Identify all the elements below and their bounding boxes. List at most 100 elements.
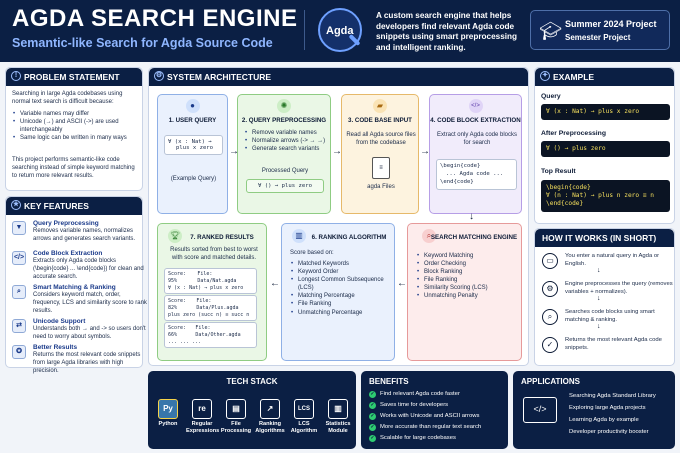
arrow-right-icon: → (420, 146, 430, 157)
tech-item: ↗Ranking Algorithms (254, 399, 286, 434)
problem-bullet: Unicode (→) and ASCII (->) are used inte… (12, 118, 140, 134)
tech-label: Python (158, 421, 178, 427)
project-line2: Semester Project (565, 33, 631, 42)
applications-panel: APPLICATIONS </> Searching Agda Standard… (513, 371, 675, 449)
how-title: HOW IT WORKS (IN SHORT) (542, 233, 657, 243)
problem-outro: This project performs semantic-like code… (12, 157, 135, 180)
benefit-text: Saves time for developers (380, 402, 449, 408)
lcs-icon: LCS (294, 399, 314, 419)
bulb-icon: ✦ (540, 71, 550, 81)
ranking-list: Matched Keywords Keyword Order Longest C… (290, 260, 394, 317)
file-icon: ≡ (372, 157, 390, 179)
ranking-box: ▥ 6. RANKING ALGORITHM Score based on: M… (281, 223, 395, 361)
ranking-intro: Score based on: (290, 250, 334, 256)
benefit-item: ✓More accurate than regular text search (369, 424, 481, 431)
feature-text: Returns the most relevant code snippets … (33, 352, 141, 375)
check-icon: ✓ (369, 391, 376, 398)
extraction-box: </> 4. CODE BLOCK EXTRACTION Extract onl… (429, 94, 522, 214)
code-base-title: 3. CODE BASE INPUT (348, 117, 412, 124)
result-file: File: Data/Plus.agda (196, 298, 239, 311)
magnifier-icon (348, 33, 361, 47)
application-item: Exploring large Agda projects (569, 405, 646, 411)
processed-query-label: Processed Query (261, 168, 309, 174)
architecture-panel: ⚙SYSTEM ARCHITECTURE ● 1. USER QUERY ∀ (… (148, 67, 529, 366)
arrow-down-icon: ↓ (597, 267, 601, 274)
tech-item: ▥ Statistics Module (322, 399, 354, 434)
code-icon: </> (12, 251, 26, 265)
user-query-box: ● 1. USER QUERY ∀ (x : Nat) →plus x zero… (157, 94, 228, 214)
user-query-code: ∀ (x : Nat) →plus x zero (164, 135, 223, 155)
architecture-title: SYSTEM ARCHITECTURE (167, 72, 272, 82)
folder-icon: ▰ (373, 99, 387, 113)
matching-list: Keyword Matching Order Checking Block Ra… (416, 252, 520, 301)
ranked-results-text: Results sorted from best to worst with s… (170, 247, 258, 262)
how-panel: HOW IT WORKS (IN SHORT) ▭ You enter a na… (534, 228, 675, 366)
code-base-text: Read all Agda source files from the code… (346, 132, 416, 147)
result-score: Score: 66% (168, 325, 187, 338)
matching-title: SEARCH MATCHING ENGINE (430, 234, 518, 241)
code-line: \end{code} (440, 178, 474, 185)
header: AGDA SEARCH ENGINE Semantic-like Search … (0, 0, 680, 62)
benefit-item: ✓Find relevant Agda code faster (369, 391, 460, 398)
ranking-item: Unmatching Percentage (290, 309, 394, 317)
example-panel: ✦EXAMPLE Query ∀ (x : Nat) → plus x zero… (534, 67, 675, 224)
example-header: ✦EXAMPLE (535, 68, 674, 86)
benefits-title: BENEFITS (369, 377, 409, 386)
arrows-icon: ⇄ (12, 319, 26, 333)
tech-label: Statistics Module (325, 421, 351, 434)
result-row: Score: 95%File: Data/Nat.agda∀ (x : Nat)… (164, 268, 257, 295)
matching-item: Unmatching Penalty (416, 292, 520, 300)
check-icon: ✓ (369, 413, 376, 420)
arrow-down-icon: ↓ (597, 295, 601, 302)
arrow-down-icon: ↓ (597, 323, 601, 330)
matching-item: File Ranking (416, 276, 520, 284)
features-title: KEY FEATURES (24, 201, 89, 211)
benefit-item: ✓Saves time for developers (369, 402, 448, 409)
info-icon: ! (11, 71, 21, 81)
preprocessing-title: 2. QUERY PREPROCESSING (241, 117, 327, 124)
benefits-panel: BENEFITS ✓Find relevant Agda code faster… (361, 371, 508, 449)
check-icon: ✓ (369, 424, 376, 431)
preprocessing-bullet: Normalize arrows (-> → →) (244, 137, 330, 145)
code-line: \begin{code} (546, 184, 591, 191)
matching-item: Keyword Matching (416, 252, 520, 260)
result-row: Score: 66% File: Data/Other.agda... ... .… (164, 322, 257, 349)
trophy-icon: 🏆︎ (168, 229, 182, 243)
benefit-item: ✓Scalable for large codebases (369, 435, 456, 442)
ranking-item: Matching Percentage (290, 292, 394, 300)
problem-title: PROBLEM STATEMENT (24, 72, 120, 82)
result-code: ∀ (x : Nat) → plus x zero (168, 284, 244, 291)
preprocessing-bullet: Generate search variants (244, 145, 330, 153)
medal-icon: ✪ (12, 345, 26, 359)
star-icon: ★ (11, 200, 21, 210)
code-line: ... Agda code ... (446, 170, 504, 177)
arrow-left-icon: ← (270, 278, 280, 289)
tech-item: ▤File Processing (220, 399, 252, 434)
problem-bullet: Variable names may differ (12, 110, 140, 118)
project-badge: 🎓︎ Summer 2024 Project Semester Project (530, 10, 670, 50)
feature-title: Unicode Support (33, 318, 86, 325)
statistics-icon: ▥ (328, 399, 348, 419)
tech-label: Regular Expressions (186, 421, 220, 434)
code-line: ∀ (x : Nat) → (168, 139, 212, 145)
regex-icon: re (192, 399, 212, 419)
preprocessing-box: ✺ 2. QUERY PREPROCESSING Remove variable… (237, 94, 331, 214)
ranked-results-title: 7. RANKED RESULTS (190, 234, 254, 241)
benefit-text: Scalable for large codebases (380, 435, 456, 441)
ranking-item: Longest Common Subsequence (LCS) (290, 276, 394, 292)
result-file: File: Data/Other.agda (195, 325, 241, 338)
top-result-code: \begin{code} ∀ (n : Nat) → plus n zero ≡… (541, 180, 670, 213)
result-code: ... ... ... (168, 338, 202, 345)
brain-icon: ✺ (277, 99, 291, 113)
feature-text: Removes variable names, normalizes arrow… (33, 228, 136, 243)
feature-title: Code Block Extraction (33, 250, 103, 257)
header-description: A custom search engine that helps develo… (376, 11, 518, 52)
problem-intro: Searching in large Agda codebases using … (12, 91, 123, 106)
after-code: ∀ () → plus zero (541, 141, 670, 158)
